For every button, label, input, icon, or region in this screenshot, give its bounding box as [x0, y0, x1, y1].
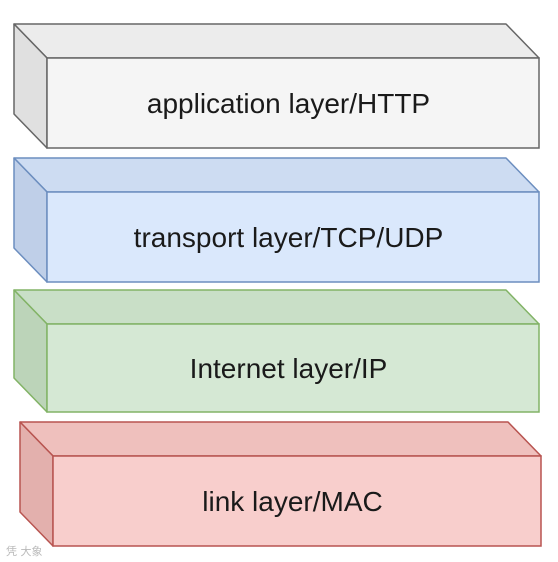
- application-layer-front-face: [46, 57, 540, 149]
- layers-group: application layer/HTTP transport layer/TC…: [13, 23, 542, 547]
- link-layer-box: link layer/MAC: [19, 421, 542, 547]
- transport-layer-box: transport layer/TCP/UDP: [13, 157, 540, 283]
- internet-layer-front-face: [46, 323, 540, 413]
- link-layer-front-face: [52, 455, 542, 547]
- application-layer-label: application layer/HTTP: [147, 88, 430, 119]
- link-layer-top-face: [19, 421, 542, 457]
- transport-layer-front-face: [46, 191, 540, 283]
- application-layer-box: application layer/HTTP: [13, 23, 540, 149]
- transport-layer-top-face: [13, 157, 540, 193]
- internet-layer-top-face: [13, 289, 540, 325]
- watermark: 凭 大象: [6, 544, 43, 558]
- internet-layer-label: Internet layer/IP: [190, 353, 388, 384]
- transport-layer-label: transport layer/TCP/UDP: [134, 222, 444, 253]
- application-layer-top-face: [13, 23, 540, 59]
- internet-layer-box: Internet layer/IP: [13, 289, 540, 413]
- link-layer-label: link layer/MAC: [202, 486, 382, 517]
